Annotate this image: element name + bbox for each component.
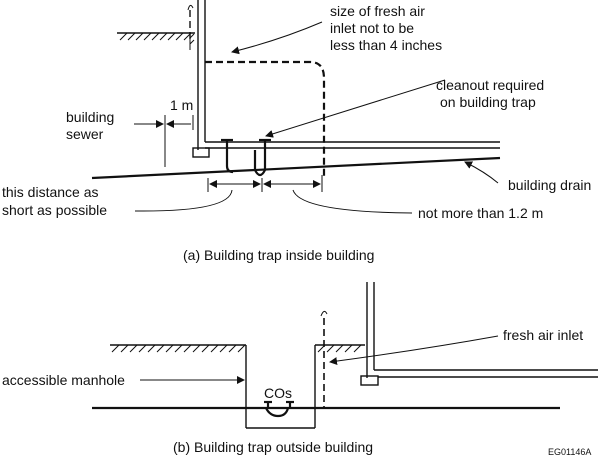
label-1m: 1 m (170, 97, 193, 113)
ground-line-a (91, 156, 501, 180)
label-building-drain: building drain (508, 177, 591, 193)
leader-building-drain (464, 161, 499, 184)
leader-fresh-air-size (231, 21, 323, 55)
ground-hatching-b-left (110, 344, 246, 353)
label-fresh-air-inlet: fresh air inlet (503, 327, 583, 343)
caption-b: (b) Building trap outside building (173, 439, 373, 455)
leader-cleanout (265, 79, 446, 138)
label-cleanout-2: on building trap (440, 94, 536, 110)
label-building-sewer-1: building (66, 109, 114, 125)
diagram-a: size of fresh air inlet not to be less t… (2, 0, 591, 263)
label-fresh-air-size-3: less than 4 inches (330, 37, 442, 53)
dimension-trap-distances (207, 175, 323, 192)
label-accessible-manhole: accessible manhole (2, 372, 125, 388)
manhole-b (245, 345, 316, 429)
building-drain-pipe-a (205, 141, 500, 149)
diagram-b: fresh air inlet accessible manhole COs (… (2, 282, 598, 455)
vent-stack-a (187, 0, 206, 150)
dimension-1m (134, 115, 194, 167)
label-building-sewer-2: sewer (66, 126, 104, 142)
label-short-2: short as possible (2, 202, 107, 218)
label-short-1: this distance as (2, 184, 99, 200)
stack-base-a (192, 147, 210, 158)
leader-fresh-air-inlet (329, 335, 499, 366)
fresh-air-inlet-line-a (205, 60, 326, 178)
building-trap-b (264, 400, 294, 418)
fresh-air-inlet-b (320, 310, 328, 408)
label-fresh-air-size-1: size of fresh air (330, 3, 425, 19)
label-cleanout-1: cleanout required (436, 77, 544, 93)
label-max-distance: not more than 1.2 m (418, 205, 543, 221)
label-cos: COs (264, 385, 292, 401)
leader-short (134, 189, 233, 212)
ground-hatching-a (117, 32, 195, 50)
ground-hatching-b-right (315, 344, 365, 353)
figure-code: EG01146A (548, 447, 591, 457)
label-fresh-air-size-2: inlet not to be (330, 20, 414, 36)
caption-a: (a) Building trap inside building (183, 247, 374, 263)
leader-max (292, 189, 413, 214)
building-stack-b (360, 282, 598, 386)
